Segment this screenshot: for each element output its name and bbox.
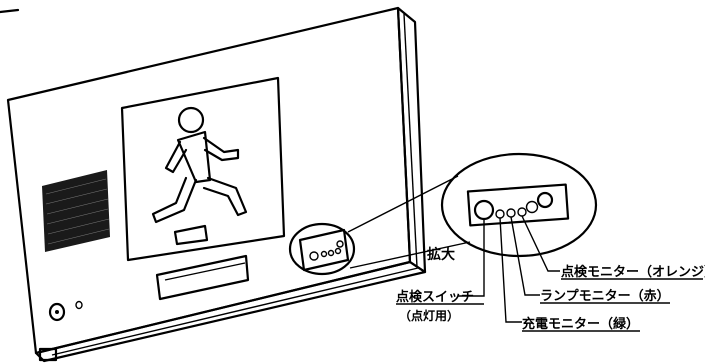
- charge-monitor-label: 充電モニター（緑）: [522, 316, 639, 332]
- fixture-housing: [0, 6, 427, 363]
- leader-lines: [458, 215, 560, 323]
- fixture-screws: [48, 300, 83, 322]
- label-underlines: [396, 278, 703, 332]
- running-person-icon: [151, 106, 248, 246]
- zoom-label: 拡大: [427, 246, 455, 263]
- lamp-monitor-label: ランプモニター（赤）: [540, 288, 670, 304]
- inspect-switch: [473, 199, 495, 221]
- exit-sign-panel: [120, 76, 286, 262]
- inspect-switch-sublabel: （点灯用）: [399, 308, 459, 323]
- inspect-monitor-led: [517, 207, 527, 217]
- charge-monitor-led: [495, 209, 505, 219]
- zoom-callout: [347, 152, 598, 269]
- inspect-switch-label: 点検スイッチ: [396, 289, 474, 305]
- extra-indicator: [525, 191, 554, 214]
- speaker-grille: [42, 170, 110, 252]
- inspect-monitor-label: 点検モニター（オレンジ）: [561, 264, 705, 280]
- zoom-source-area: [288, 222, 356, 276]
- lamp-monitor-led: [506, 208, 516, 218]
- fixture-slot: [155, 254, 250, 301]
